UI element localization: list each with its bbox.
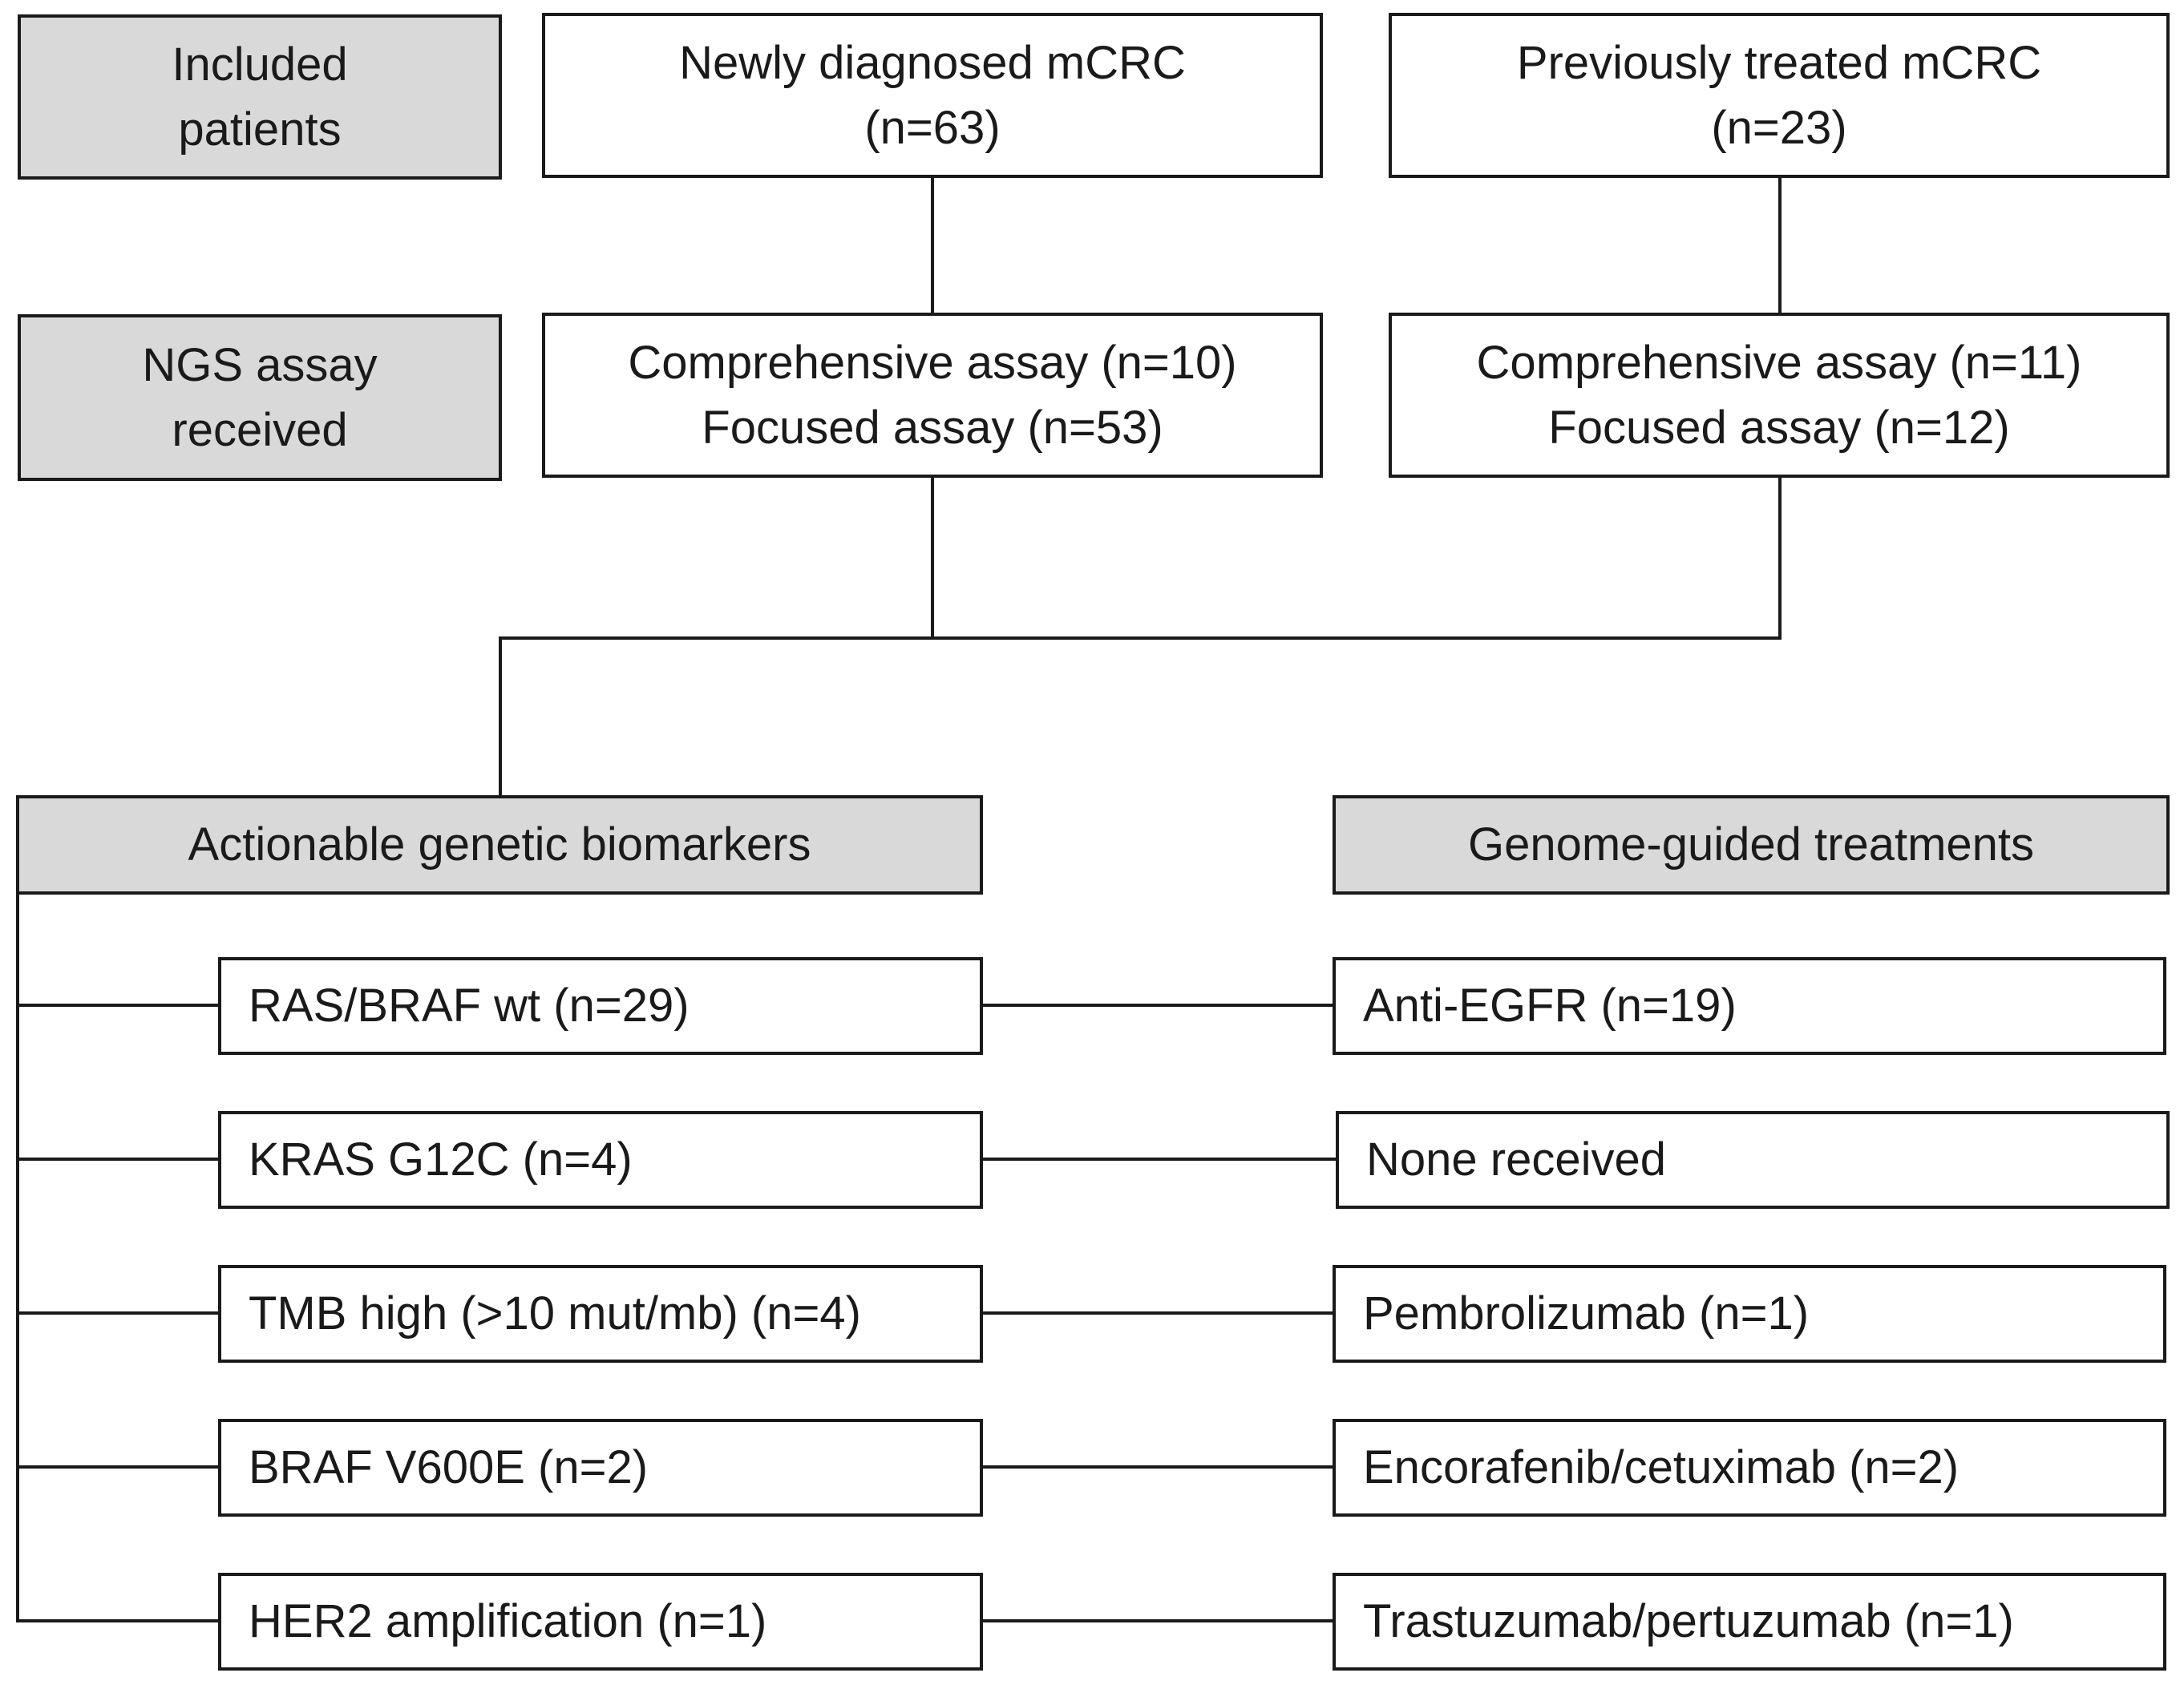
treatment-box: Trastuzumab/pertuzumab (n=1) xyxy=(1333,1573,2166,1671)
treatment-label: Anti-EGFR (n=19) xyxy=(1363,980,1737,1032)
biomarker-label: HER2 amplification (n=1) xyxy=(249,1595,767,1648)
biomarker-label: RAS/BRAF wt (n=29) xyxy=(249,980,690,1032)
biomarker-label: TMB high (>10 mut/mb) (n=4) xyxy=(249,1287,861,1340)
biomarker-to-treatment-connector xyxy=(983,1311,1333,1315)
treatment-box: Encorafenib/cetuximab (n=2) xyxy=(1333,1419,2166,1517)
connector-previously-assay-down xyxy=(1778,478,1782,638)
connector-previously-cohort-to-assay xyxy=(1778,178,1782,313)
treatment-box: None received xyxy=(1336,1111,2170,1209)
treatment-box: Pembrolizumab (n=1) xyxy=(1333,1265,2166,1363)
label-line-1: NGS assay xyxy=(142,338,378,391)
connector-newly-assay-down xyxy=(931,478,934,638)
spine-branch xyxy=(16,1311,220,1315)
label-line-2: patients xyxy=(178,103,342,156)
biomarker-spine xyxy=(16,895,19,1622)
cohort-count: (n=23) xyxy=(1711,102,1847,154)
biomarker-box: HER2 amplification (n=1) xyxy=(218,1573,983,1671)
spine-branch xyxy=(16,1465,220,1469)
biomarker-box: KRAS G12C (n=4) xyxy=(218,1111,983,1209)
biomarker-to-treatment-connector xyxy=(983,1158,1336,1161)
header-genome-guided-treatments: Genome-guided treatments xyxy=(1333,795,2170,895)
assay-focused: Focused assay (n=53) xyxy=(702,402,1163,454)
spine-branch xyxy=(16,1004,220,1007)
cohort-newly-diagnosed: Newly diagnosed mCRC (n=63) xyxy=(542,13,1323,178)
label-ngs-assay-received: NGS assay received xyxy=(18,314,502,481)
header-text: Actionable genetic biomarkers xyxy=(188,818,811,871)
header-actionable-biomarkers: Actionable genetic biomarkers xyxy=(16,795,983,895)
assay-previously-treated: Comprehensive assay (n=11) Focused assay… xyxy=(1389,313,2170,478)
header-text: Genome-guided treatments xyxy=(1467,818,2035,871)
cohort-count: (n=63) xyxy=(864,102,1001,154)
treatment-label: Trastuzumab/pertuzumab (n=1) xyxy=(1363,1595,2014,1648)
assay-focused: Focused assay (n=12) xyxy=(1548,402,2010,454)
cohort-previously-treated: Previously treated mCRC (n=23) xyxy=(1389,13,2170,178)
biomarker-box: RAS/BRAF wt (n=29) xyxy=(218,957,983,1055)
spine-branch xyxy=(16,1619,220,1622)
biomarker-to-treatment-connector xyxy=(983,1465,1333,1469)
biomarker-box: TMB high (>10 mut/mb) (n=4) xyxy=(218,1265,983,1363)
assay-comprehensive: Comprehensive assay (n=11) xyxy=(1476,336,2082,389)
biomarker-label: KRAS G12C (n=4) xyxy=(249,1133,633,1186)
biomarker-label: BRAF V600E (n=2) xyxy=(249,1441,649,1494)
assay-comprehensive: Comprehensive assay (n=10) xyxy=(628,336,1237,389)
label-line-1: Included xyxy=(172,38,348,91)
connector-merge-horizontal xyxy=(499,636,1782,640)
treatment-label: Encorafenib/cetuximab (n=2) xyxy=(1363,1441,1960,1494)
treatment-label: Pembrolizumab (n=1) xyxy=(1363,1287,1810,1340)
cohort-title: Newly diagnosed mCRC xyxy=(679,36,1186,89)
biomarker-to-treatment-connector xyxy=(983,1004,1333,1007)
assay-newly-diagnosed: Comprehensive assay (n=10) Focused assay… xyxy=(542,313,1323,478)
label-included-patients: Included patients xyxy=(18,14,502,180)
biomarker-box: BRAF V600E (n=2) xyxy=(218,1419,983,1517)
connector-merge-down xyxy=(499,636,502,797)
connector-newly-cohort-to-assay xyxy=(931,178,934,313)
treatment-label: None received xyxy=(1366,1133,1666,1186)
treatment-box: Anti-EGFR (n=19) xyxy=(1333,957,2166,1055)
label-line-2: received xyxy=(172,404,348,456)
biomarker-to-treatment-connector xyxy=(983,1619,1333,1622)
cohort-title: Previously treated mCRC xyxy=(1516,36,2042,89)
spine-branch xyxy=(16,1158,220,1161)
